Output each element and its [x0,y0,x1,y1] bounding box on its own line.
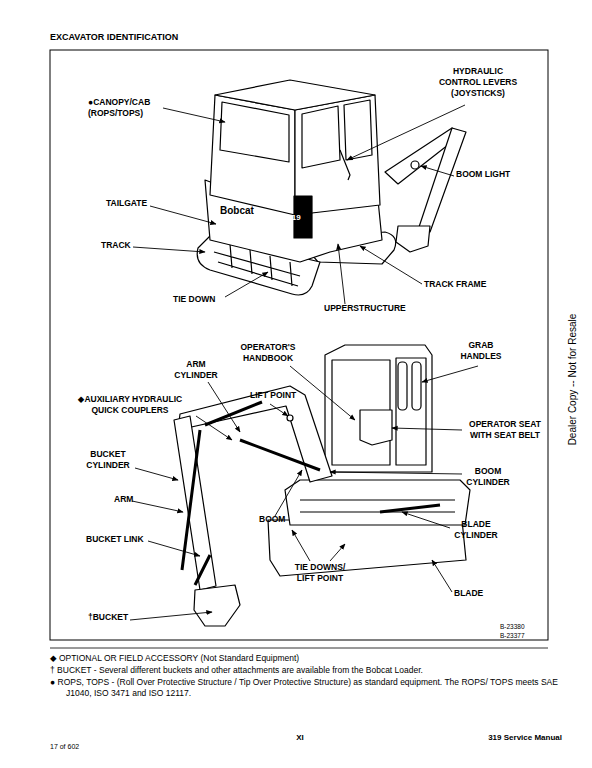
part-label: BOOM LIGHT [456,169,546,180]
leader-line [163,108,225,122]
track-frame-shape [285,480,470,525]
leader-line [270,404,288,416]
part-label: ◆AUXILIARY HYDRAULIC QUICK COUPLERS [68,394,193,416]
brand-decal: Bobcat [220,205,280,216]
footnote: † BUCKET - Several different buckets and… [50,665,565,676]
part-label: UPPERSTRUCTURE [324,303,434,314]
grab-handle [412,362,421,410]
leader-line [133,247,205,252]
leader-line [422,366,478,382]
leader-line [292,530,310,561]
arm-shape [174,416,216,590]
part-label: TAILGATE [106,198,186,209]
part-label: TRACK FRAME [424,279,514,290]
model-decal: 319 [285,212,303,223]
part-label: LIFT POINT [250,390,320,401]
manual-name: 319 Service Manual [412,732,562,743]
part-label: TIE DOWNS/ LIFT POINT [290,562,350,584]
watermark: Dealer Copy -- Not for Resale [567,280,578,480]
part-label: ARM CYLINDER [171,359,221,381]
grab-handle [398,362,407,410]
page-number: XI [280,732,320,743]
leader-line [330,472,462,474]
leader-line [338,244,345,304]
bucket [396,226,430,252]
part-label: OPERATOR'S HANDBOOK [236,342,301,364]
excavator-front-view [174,345,470,626]
part-label: TIE DOWN [173,294,243,305]
frame [50,50,548,640]
part-label: BUCKET CYLINDER [81,449,136,471]
part-label: ●CANOPY/CAB (ROPS/TOPS) [88,97,163,119]
leader-line [432,560,452,592]
leader-line [196,416,232,440]
leader-line [275,470,302,516]
operator-seat [360,410,392,445]
excavator-rear-view [197,80,466,295]
rear-window [220,102,289,162]
joystick [340,150,350,180]
part-label: TRACK [101,240,161,251]
footnote: ● ROPS, TOPS - (Roll Over Protective Str… [50,677,565,699]
rule [50,648,548,649]
leader-line [130,612,212,620]
bucket-shape [194,585,240,626]
cab-rear [210,95,295,215]
page-count: 17 of 602 [50,741,130,752]
boom-light [411,161,419,169]
part-label: BOOM CYLINDER [461,466,516,488]
cab-window [396,358,426,465]
part-label: GRAB HANDLES [456,340,506,362]
leader-line [135,468,178,480]
part-label: BOOM [259,514,299,525]
leader-line [148,541,200,556]
side-window [302,106,340,168]
leader-line [290,366,355,420]
leader-line [392,428,462,430]
leader-line [208,382,240,432]
leader-line [132,501,183,512]
part-label: OPERATOR SEAT WITH SEAT BELT [463,419,548,441]
leader-line [330,544,345,561]
part-label: BLADE [454,588,504,599]
part-label: BLADE CYLINDER [449,519,504,541]
footnote: ◆ OPTIONAL OR FIELD ACCESSORY (Not Stand… [50,653,565,664]
leader-lines [130,105,478,620]
part-label: HYDRAULIC CONTROL LEVERS (JOYSTICKS) [433,66,523,99]
figure-number: B-23380 [500,621,545,632]
arm [418,128,466,232]
boom-shape [178,386,332,482]
leader-line [347,105,465,160]
side-window [344,100,372,160]
part-label: †BUCKET [88,612,148,623]
part-label: BUCKET LINK [86,534,166,545]
leader-line [225,272,268,297]
figure-number: B-23377 [500,630,545,641]
page-title: EXCAVATOR IDENTIFICATION [50,32,178,43]
leader-line [360,246,422,284]
hydraulic-cylinders [182,402,440,585]
part-label: ARM [114,494,154,505]
leader-line [150,206,216,224]
leader-line [421,166,454,176]
leader-line [402,512,450,528]
